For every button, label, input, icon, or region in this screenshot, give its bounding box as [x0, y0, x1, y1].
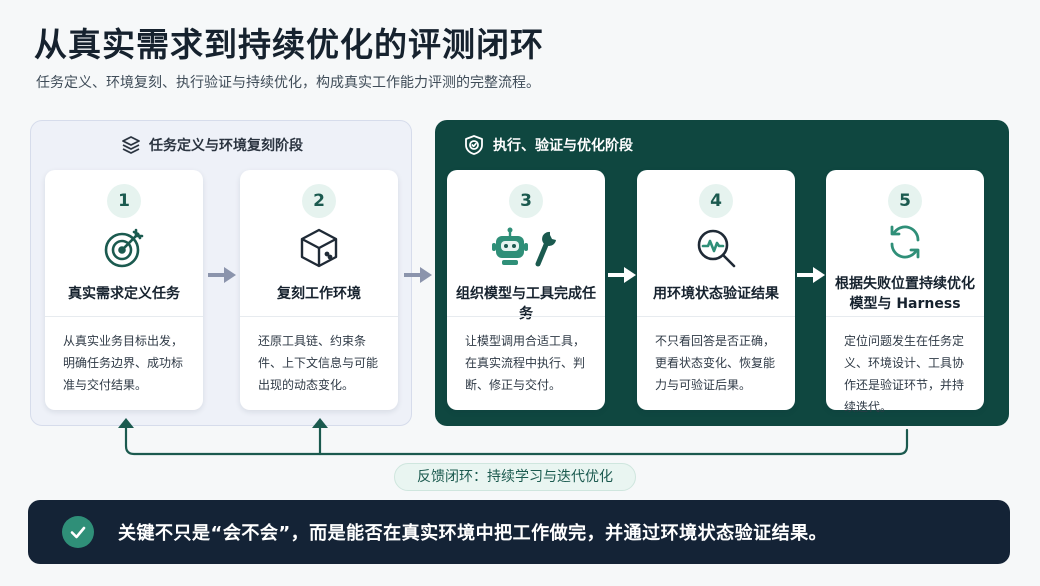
step-description: 还原工具链、约束条件、上下文信息与可能出现的动态变化。 — [258, 334, 379, 392]
step-title: 复刻工作环境 — [277, 286, 361, 302]
cube-icon — [297, 226, 341, 270]
step-description: 让模型调用合适工具，在真实流程中执行、判断、修正与交付。 — [465, 334, 586, 392]
feedback-loop-label: 反馈闭环：持续学习与迭代优化 — [394, 463, 636, 491]
card-divider — [637, 316, 795, 317]
key-message-bar: 关键不只是“会不会”，而是能否在真实环境中把工作做完，并通过环境状态验证结果。 — [28, 500, 1010, 564]
arrow-right-icon — [404, 267, 432, 283]
step-title: 根据失败位置持续优化模型与 Harness — [835, 276, 975, 312]
page-subtitle: 任务定义、环境复刻、执行验证与持续优化，构成真实工作能力评测的完整流程。 — [36, 75, 540, 91]
step-card-3: 3 组织模型与工具完成任务 让模型调用合适工具，在真实流程中执行、判断、修正与交… — [447, 170, 605, 410]
arrow-right-icon — [797, 267, 825, 283]
arrow-right-icon — [208, 267, 236, 283]
step-title: 用环境状态验证结果 — [653, 286, 779, 302]
step-title: 真实需求定义任务 — [68, 286, 180, 302]
step-number: 2 — [302, 184, 336, 218]
phase-label-definition: 任务定义与环境复刻阶段 — [149, 138, 303, 154]
step-card-1: 1 真实需求定义任务 从真实业务目标出发，明确任务边界、成功标准与交付结果。 — [45, 170, 203, 410]
step-card-2: 2 复刻工作环境 还原工具链、约束条件、上下文信息与可能出现的动态变化。 — [240, 170, 398, 410]
step-number: 4 — [699, 184, 733, 218]
robot-wrench-icon — [490, 226, 562, 270]
step-description: 从真实业务目标出发，明确任务边界、成功标准与交付结果。 — [63, 334, 184, 392]
page-title: 从真实需求到持续优化的评测闭环 — [34, 25, 544, 64]
refresh-icon — [885, 222, 925, 262]
phase-header-execution: 执行、验证与优化阶段 — [463, 134, 633, 156]
key-message-text: 关键不只是“会不会”，而是能否在真实环境中把工作做完，并通过环境状态验证结果。 — [118, 523, 828, 544]
target-icon — [102, 226, 146, 270]
step-card-4: 4 用环境状态验证结果 不只看回答是否正确，更看状态变化、恢复能力与可验证后果。 — [637, 170, 795, 410]
step-description: 定位问题发生在任务定义、环境设计、工具协作还是验证环节，并持续迭代。 — [844, 334, 965, 414]
card-divider — [826, 316, 984, 317]
layers-icon — [121, 135, 141, 155]
step-description: 不只看回答是否正确，更看状态变化、恢复能力与可验证后果。 — [655, 334, 776, 392]
phase-header-definition: 任务定义与环境复刻阶段 — [121, 135, 303, 155]
step-card-5: 5 根据失败位置持续优化模型与 Harness 定位问题发生在任务定义、环境设计… — [826, 170, 984, 414]
arrow-right-icon — [608, 267, 636, 283]
search-pulse-icon — [694, 226, 738, 270]
step-number: 1 — [107, 184, 141, 218]
phase-label-execution: 执行、验证与优化阶段 — [493, 138, 633, 154]
card-divider — [45, 316, 203, 317]
step-number: 5 — [888, 184, 922, 218]
shield-check-icon — [463, 134, 485, 156]
step-number: 3 — [509, 184, 543, 218]
check-circle-icon — [62, 516, 94, 548]
card-divider — [447, 316, 605, 317]
card-divider — [240, 316, 398, 317]
step-title: 组织模型与工具完成任务 — [456, 286, 596, 322]
